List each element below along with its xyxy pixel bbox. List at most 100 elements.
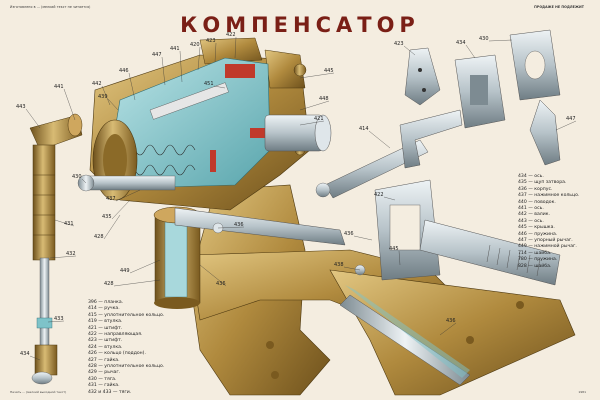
legend-entry: 430 — тяга. — [88, 376, 117, 382]
legend-entry: 445 — крышка. — [518, 225, 555, 231]
legend-entry: 421 — штифт. — [88, 325, 123, 331]
footer-note: Печать ... (мелкий выходной текст) — [10, 390, 67, 394]
main-shaft — [264, 114, 332, 152]
legend-entry: 780 — пружина. — [518, 257, 558, 263]
callout-leader — [299, 100, 330, 111]
legend-entry: 424 — втулка. — [88, 344, 123, 350]
callout-leader — [113, 279, 161, 287]
callout-leader — [488, 39, 513, 42]
callout-leader — [179, 50, 183, 83]
callout-leader — [555, 120, 577, 131]
callout-leader — [25, 108, 41, 129]
callout-leader — [234, 36, 237, 59]
callout-leader — [63, 88, 76, 121]
callout-leader — [161, 56, 166, 86]
callout-leader — [217, 226, 245, 229]
callout-leader — [54, 219, 75, 227]
callout-leader — [29, 355, 41, 361]
callout-number: 446 — [119, 68, 129, 74]
legend-entry: 396 — планка. — [88, 300, 124, 305]
callout-leader — [299, 72, 335, 79]
footer-year: 1981 — [578, 390, 586, 394]
legend-entry: 447 — упорный рычаг. — [518, 238, 573, 244]
callout-leader — [343, 266, 361, 271]
callout-leader — [128, 72, 136, 101]
callout-number: 441 — [170, 46, 180, 52]
callout-number: 439 — [98, 94, 108, 100]
callout-leader — [197, 46, 201, 71]
callout-leader — [101, 85, 111, 106]
callout-number: 442 — [92, 81, 102, 87]
legend-entry: 437 — нажимное кольцо. — [518, 193, 580, 199]
callout-number: 445 — [389, 246, 399, 252]
callout-leader — [353, 235, 373, 241]
header-right-note: ПРОДАЖЕ НЕ ПОДЛЕЖИТ — [534, 5, 584, 9]
callout-leader — [199, 264, 227, 287]
legend-entry: 431 — гайка. — [88, 383, 120, 389]
callout-number: 423 — [394, 41, 404, 47]
callout-number: 436 — [234, 222, 244, 228]
callout-number: 422 — [374, 192, 384, 198]
callout-leader — [398, 250, 401, 266]
cutaway-section — [92, 57, 271, 201]
callout-number: 420 — [190, 42, 200, 48]
callout-number: 430 — [479, 36, 489, 42]
callout-leader — [47, 320, 65, 323]
callout-number: 422 — [226, 32, 236, 38]
legend-entry: 435 — щуп затвора. — [518, 180, 567, 186]
legend-entry: 441 — ось. — [518, 206, 544, 212]
legend-entry: 434 — ось. — [518, 174, 544, 179]
left-linkage — [29, 113, 83, 385]
legend-entry: 449 — нажимной рычаг. — [518, 244, 577, 250]
parts-legend-right: 434 — ось.435 — щуп затвора.436 — корпус… — [518, 174, 579, 270]
callout-leader — [103, 214, 121, 240]
callout-number: 423 — [206, 38, 216, 44]
callout-number: 445 — [324, 68, 334, 74]
callout-number: 434 — [20, 351, 30, 357]
legend-entry: 422 — направляющая. — [88, 332, 143, 338]
callout-number: 436 — [344, 231, 354, 237]
callout-leader — [214, 42, 217, 63]
legend-entry: 440 — поводок. — [518, 199, 556, 205]
callout-number: 421 — [314, 116, 324, 122]
callout-leader — [129, 259, 161, 274]
exploded-parts — [315, 29, 561, 286]
header-left-note: Изготовлено в ... (мелкий текст не читае… — [10, 5, 91, 9]
parts-legend-left: 396 — планка.414 — ручка.415 — уплотните… — [88, 300, 164, 396]
callout-leader — [465, 44, 476, 59]
legend-entry: 442 — валик. — [518, 212, 550, 218]
legend-entry: 419 — втулка. — [88, 319, 123, 325]
legend-entry: 443 — ось. — [518, 218, 544, 224]
legend-entry: 714 — шайба. — [518, 250, 552, 256]
poster-title: КОМПЕНСАТОР — [180, 13, 420, 37]
callout-number: 438 — [334, 262, 344, 268]
callout-leader — [111, 199, 131, 220]
sliding-rail — [266, 285, 524, 386]
callout-number: 436 — [446, 318, 456, 324]
callout-leader — [107, 98, 119, 111]
callout-number: 441 — [54, 84, 64, 90]
callout-number: 430 — [72, 174, 82, 180]
legend-entry: 429 — рычаг. — [88, 370, 121, 376]
callout-number: 428 — [94, 234, 104, 240]
legend-entry: 415 — уплотнительное кольцо. — [88, 312, 165, 318]
callout-leader — [49, 255, 77, 259]
callout-leader — [368, 130, 391, 149]
legend-entry: 828 — шайба. — [518, 263, 552, 269]
callout-number: 443 — [16, 104, 26, 110]
callout-number: 435 — [102, 214, 112, 220]
left-rod — [77, 174, 176, 192]
legend-entry: 436 — корпус. — [518, 186, 553, 192]
callout-leader — [403, 45, 416, 56]
callout-number: 447 — [566, 116, 576, 122]
callout-leader — [299, 120, 325, 126]
callout-number: 431 — [64, 221, 74, 227]
callout-leader — [383, 196, 396, 201]
callout-number: 428 — [104, 281, 114, 287]
callout-number: 451 — [204, 81, 214, 87]
callout-leader — [213, 85, 226, 89]
legend-entry: 423 — штифт. — [88, 338, 123, 344]
